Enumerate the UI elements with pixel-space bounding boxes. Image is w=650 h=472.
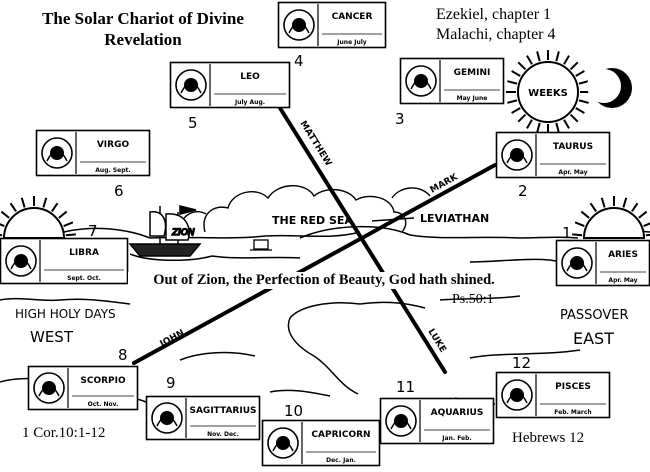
sign-number-gemini: 3 — [395, 110, 405, 128]
sign-name-aries: ARIES — [608, 250, 638, 260]
gospel-lines — [132, 106, 497, 374]
sign-months-libra: Sept. Oct. — [67, 275, 101, 282]
sign-number-aries: 1 — [562, 224, 572, 242]
sun-icon: WEEKS — [506, 50, 590, 134]
sign-number-sagittarius: 9 — [166, 374, 176, 392]
sign-months-aries: Apr. May — [608, 277, 637, 284]
sign-number-aquarius: 11 — [396, 378, 415, 396]
passover-label: PASSOVER — [560, 308, 629, 323]
pisces-symbol-icon — [501, 379, 533, 411]
sign-number-cancer: 4 — [294, 52, 304, 70]
west-label: WEST — [30, 328, 73, 346]
john-label: JOHN — [158, 328, 187, 350]
reference-malachi: Malachi, chapter 4 — [436, 26, 556, 43]
sign-name-virgo: VIRGO — [97, 140, 130, 150]
sign-months-aquarius: Jan. Feb. — [441, 435, 471, 442]
taurus-symbol-icon — [501, 139, 533, 171]
sign-card-cancer: CANCER June July — [277, 1, 387, 49]
scorpio-symbol-icon — [33, 372, 65, 404]
sign-months-taurus: Apr. May — [558, 169, 587, 176]
sign-months-virgo: Aug. Sept. — [95, 167, 130, 174]
sign-name-leo: LEO — [240, 72, 260, 82]
gemini-symbol-icon — [405, 65, 437, 97]
sea-labels: THE RED SEA LEVIATHAN — [272, 212, 489, 227]
moon-icon — [587, 68, 632, 108]
libra-symbol-icon — [5, 245, 37, 277]
top-references: Ezekiel, chapter 1 Malachi, chapter 4 — [436, 5, 556, 45]
virgo-symbol-icon — [41, 137, 73, 169]
aquarius-symbol-icon — [385, 405, 417, 437]
sign-number-scorpio: 8 — [118, 346, 128, 364]
cancer-symbol-icon — [283, 9, 315, 41]
sign-card-sagittarius: SAGITTARIUS Nov. Dec. — [145, 395, 261, 441]
sign-name-sagittarius: SAGITTARIUS — [189, 406, 256, 416]
sign-number-leo: 5 — [188, 114, 198, 132]
sign-name-libra: LIBRA — [69, 248, 99, 258]
east-sun-icon — [572, 196, 650, 239]
hebrews-reference: Hebrews 12 — [512, 430, 585, 446]
sign-card-scorpio: SCORPIO Oct. Nov. — [27, 365, 139, 411]
sign-months-sagittarius: Nov. Dec. — [207, 431, 239, 438]
ship-icon: ZION — [128, 205, 202, 257]
sign-number-taurus: 2 — [518, 182, 528, 200]
sign-name-gemini: GEMINI — [454, 68, 491, 78]
sign-card-libra: LIBRA Sept. Oct. — [0, 237, 129, 285]
psalm-reference: Ps.50:1 — [452, 292, 494, 307]
sign-number-capricorn: 10 — [284, 402, 303, 420]
sign-name-aquarius: AQUARIUS — [431, 408, 484, 418]
leviathan-label: LEVIATHAN — [420, 212, 489, 225]
sign-months-capricorn: Dec. Jan. — [326, 457, 356, 464]
sign-card-virgo: VIRGO Aug. Sept. — [35, 129, 151, 177]
sign-name-scorpio: SCORPIO — [80, 376, 126, 386]
john-mark-line — [132, 163, 497, 365]
sign-months-gemini: May June — [457, 95, 488, 102]
caption: Out of Zion, the Perfection of Beauty, G… — [128, 272, 520, 289]
sign-number-pisces: 12 — [512, 354, 531, 372]
sign-card-aries: ARIES Apr. May — [555, 239, 650, 287]
luke-label: LUKE — [425, 327, 447, 354]
sign-card-aquarius: AQUARIUS Jan. Feb. — [379, 397, 495, 445]
sign-name-pisces: PISCES — [555, 382, 591, 392]
sign-card-gemini: GEMINI May June — [399, 57, 505, 105]
red-sea-label: THE RED SEA — [272, 214, 353, 227]
aries-symbol-icon — [561, 247, 593, 279]
sign-card-taurus: TAURUS Apr. May — [495, 131, 611, 179]
sign-number-virgo: 6 — [114, 182, 124, 200]
matthew-luke-line — [278, 106, 447, 374]
sign-months-pisces: Feb. March — [554, 409, 591, 416]
sign-name-cancer: CANCER — [332, 12, 373, 22]
zion-label: ZION — [171, 228, 195, 238]
sign-card-capricorn: CAPRICORN Dec. Jan. — [261, 419, 381, 467]
reference-ezekiel: Ezekiel, chapter 1 — [436, 6, 552, 23]
sign-months-leo: July Aug. — [234, 99, 265, 106]
sign-card-leo: LEO July Aug. — [169, 61, 291, 109]
west-sun-icon — [0, 196, 76, 239]
corinthians-reference: 1 Cor.10:1-12 — [22, 425, 106, 441]
sign-name-taurus: TAURUS — [553, 142, 593, 152]
sign-months-cancer: June July — [336, 39, 366, 46]
diagram-title: The Solar Chariot of Divine Revelation — [42, 9, 244, 49]
sign-card-pisces: PISCES Feb. March — [495, 371, 611, 419]
sagittarius-symbol-icon — [151, 402, 183, 434]
sign-name-capricorn: CAPRICORN — [311, 430, 370, 440]
east-label: EAST — [573, 329, 614, 348]
sign-months-scorpio: Oct. Nov. — [88, 401, 119, 408]
sun-label: WEEKS — [528, 88, 568, 99]
small-boat-icon — [250, 239, 272, 251]
leo-symbol-icon — [175, 69, 207, 101]
sign-number-libra: 7 — [88, 222, 98, 240]
high-holy-days-label: HIGH HOLY DAYS — [15, 307, 116, 321]
capricorn-symbol-icon — [267, 427, 299, 459]
